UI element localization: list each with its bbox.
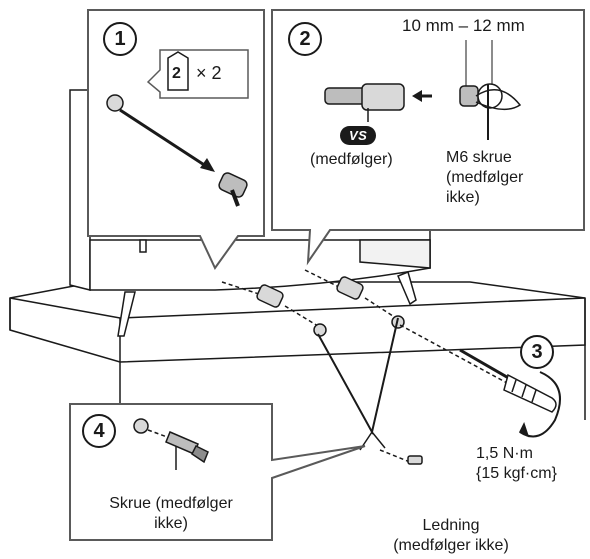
dimension-label: 10 mm – 12 mm — [402, 16, 525, 35]
m6-screw-note-2: ikke) — [446, 188, 480, 207]
supplied-label: (medfølger) — [310, 150, 393, 169]
vs-badge: VS — [340, 126, 376, 145]
step-4-badge: 4 — [82, 414, 116, 448]
m6-screw-note-1: (medfølger — [446, 168, 523, 187]
wood-screw-note: ikke) — [86, 514, 256, 533]
step-1-badge: 1 — [103, 22, 137, 56]
hole-icon-2 — [134, 419, 148, 433]
torque-value: 1,5 N·m — [476, 444, 533, 463]
m6-screw-label: M6 skrue — [446, 148, 512, 167]
step-2-badge: 2 — [288, 22, 322, 56]
cord-note: (medfølger ikke) — [376, 536, 526, 555]
torque-value-kgf: {15 kgf·cm} — [476, 464, 557, 483]
hole-icon — [107, 95, 123, 111]
cord-label: Ledning — [376, 516, 526, 535]
step-3-badge: 3 — [520, 335, 554, 369]
callout1-quantity: × 2 — [196, 64, 222, 83]
callout1-icon-number: 2 — [172, 64, 181, 83]
wood-screw-label: Skrue (medfølger — [86, 494, 256, 513]
